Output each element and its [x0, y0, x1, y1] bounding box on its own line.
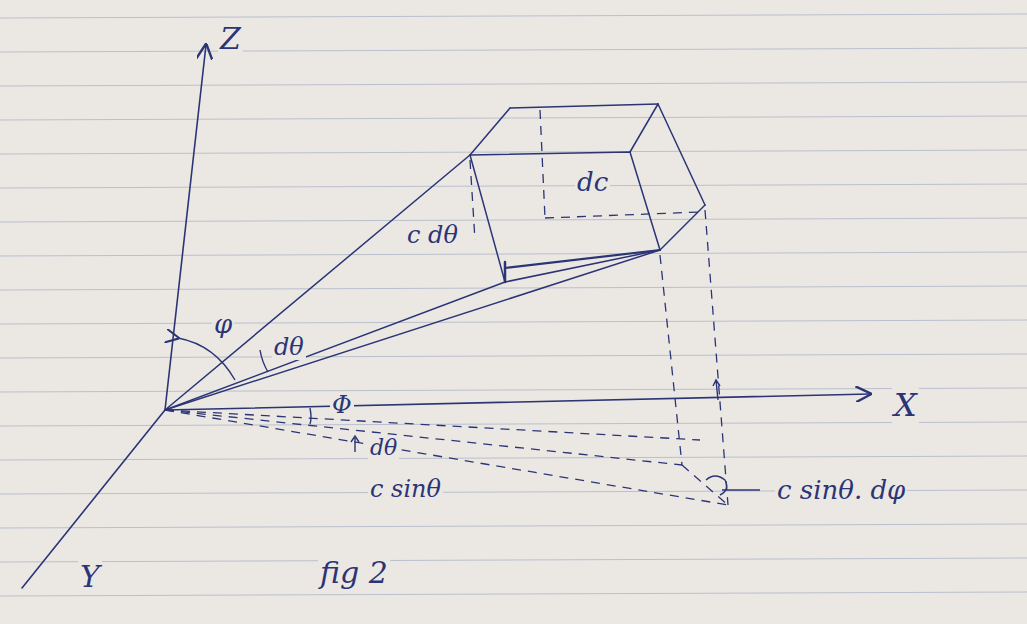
figure-caption: fig 2 [318, 556, 390, 589]
dimension-label: c sinθ. dφ [775, 476, 907, 505]
angle-label: Φ [330, 392, 354, 418]
axis-label: Z [218, 22, 243, 55]
angle-label: dθ [368, 436, 399, 460]
volume-element [165, 104, 705, 410]
angle-label: φ [212, 310, 234, 339]
projection-dashes [165, 110, 728, 505]
axes [22, 45, 870, 588]
dimension-label: c sinθ [368, 476, 443, 502]
angle-label: dθ [272, 334, 306, 360]
axis-label: Y [78, 560, 102, 593]
ruled-lines [0, 14, 1027, 596]
axis-label: X [892, 388, 919, 423]
dimension-label: dc [575, 168, 610, 197]
dimension-label: c dθ [405, 222, 460, 248]
angle-arcs [178, 338, 760, 495]
